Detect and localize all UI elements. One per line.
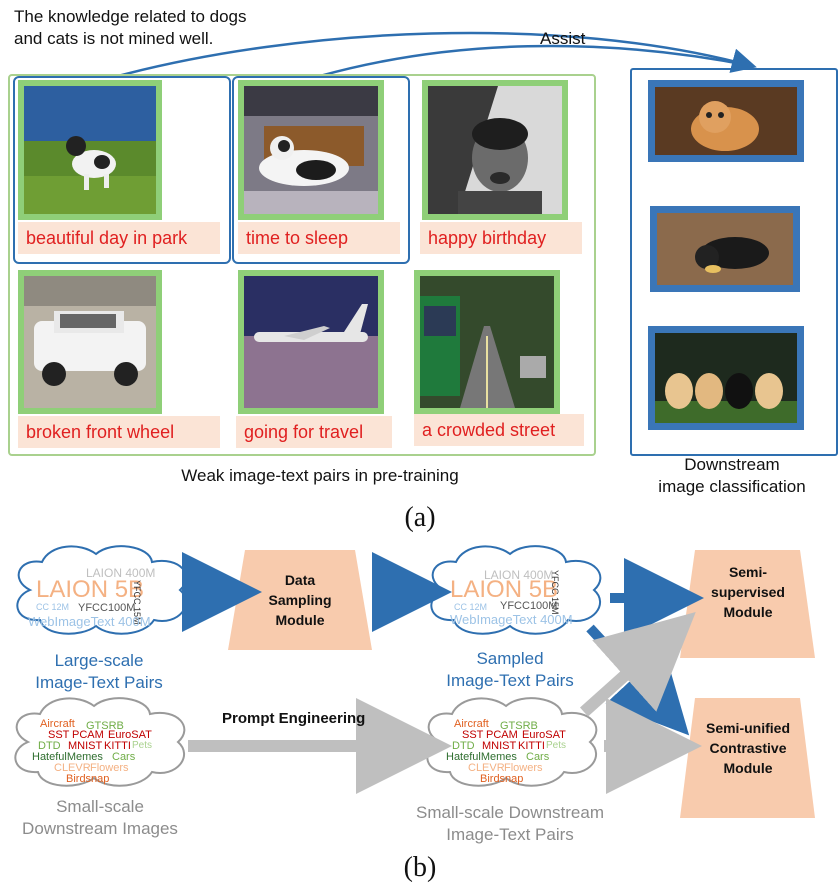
note-text: The knowledge related to dogs and cats i… <box>14 7 247 48</box>
caption-beautiful-day: beautiful day in park <box>18 222 220 254</box>
word-clevr: CLEVR <box>54 762 91 774</box>
cat-pair-highlight <box>232 76 410 264</box>
broken-car-photo <box>18 270 162 414</box>
dog-pair-highlight <box>13 76 231 264</box>
small-cloud-words: Aircraft GTSRB SST PCAM EuroSAT DTD MNIS… <box>0 700 200 800</box>
man-portrait-photo <box>422 80 568 220</box>
data-sampling-shape <box>228 550 372 650</box>
word-aircraft-s: Aircraft <box>454 718 489 730</box>
cat-basket-photo <box>238 80 384 220</box>
sampled-cloud-words: LAION 400M LAION 5B YFCC 15M CC 12M YFCC… <box>414 540 614 650</box>
arrow-pairs-to-semisupervised <box>579 611 696 717</box>
pretraining-label: Weak image-text pairs in pre-training <box>181 466 459 485</box>
diagram-b-shapes <box>14 545 815 818</box>
assist-arrows <box>117 31 757 78</box>
word-eurosat-s: EuroSAT <box>522 729 566 741</box>
small-pairs-caption: Small-scale Downstream Image-Text Pairs <box>416 803 604 844</box>
word-dtd: DTD <box>38 740 61 752</box>
word-aircraft: Aircraft <box>40 718 75 730</box>
word-mnist: MNIST <box>68 740 103 752</box>
sampled-cloud <box>430 545 602 635</box>
word-flowers: Flowers <box>90 762 129 774</box>
word-cc12m: CC 12M <box>36 602 70 612</box>
semi-unified-label: Semi-unified Contrastive Module <box>705 720 790 776</box>
word-dtd-s: DTD <box>452 740 475 752</box>
semi-unified-shape <box>680 698 815 818</box>
small-pairs-cloud <box>426 697 598 787</box>
large-cloud-words: LAION 400M LAION 5B YFCC 15M CC 12M YFCC… <box>0 540 200 650</box>
word-birdsnap-s: Birdsnap <box>480 773 524 785</box>
word-yfcc100m-s: YFCC100M <box>500 600 558 612</box>
word-laion400m: LAION 400M <box>86 566 156 580</box>
large-scale-caption: Large-scale Image-Text Pairs <box>35 651 163 692</box>
word-webimagetext-s: WebImageText 400M <box>450 612 573 627</box>
dog-park-photo <box>18 80 162 220</box>
word-webimagetext: WebImageText 400M <box>28 614 151 629</box>
small-pairs-cloud-words: Aircraft GTSRB SST PCAM EuroSAT DTD MNIS… <box>414 700 614 800</box>
word-mnist-s: MNIST <box>482 740 517 752</box>
prompt-engineering-label: Prompt Engineering <box>222 710 366 727</box>
data-sampling-label: Data Sampling Module <box>268 572 332 628</box>
downstream-panel <box>630 68 838 456</box>
word-eurosat: EuroSAT <box>108 729 152 741</box>
caption-broken-front-wheel: broken front wheel <box>18 416 220 448</box>
caption-a-crowded-street: a crowded street <box>414 414 584 446</box>
word-cc12m-s: CC 12M <box>454 602 488 612</box>
caption-time-to-sleep: time to sleep <box>238 222 400 254</box>
word-birdsnap: Birdsnap <box>66 773 110 785</box>
assist-arrow-1 <box>117 31 757 78</box>
caption-going-for-travel: going for travel <box>236 416 392 448</box>
word-laion5b: LAION 5B <box>36 576 145 603</box>
word-cars: Cars <box>112 751 136 763</box>
word-gtsrb: GTSRB <box>86 720 124 732</box>
large-scale-cloud <box>16 545 188 635</box>
airplane-photo <box>238 270 384 414</box>
assist-arrow-2 <box>319 44 753 78</box>
sub-label-a: (a) <box>404 502 436 533</box>
small-scale-caption: Small-scale Downstream Images <box>22 797 178 838</box>
word-cars-s: Cars <box>526 751 550 763</box>
pretraining-panel <box>8 74 596 456</box>
word-yfcc100m: YFCC100M <box>78 602 136 614</box>
word-sst: SST <box>48 729 70 741</box>
caption-happy-birthday: happy birthday <box>420 222 582 254</box>
downstream-label: Downstream image classification <box>658 455 806 496</box>
word-hatefulmemes: HatefulMemes <box>32 751 103 763</box>
semi-supervised-label: Semi- supervised Module <box>711 564 785 620</box>
word-kitti-s: KITTI <box>518 740 545 752</box>
crowded-street-photo <box>414 270 560 414</box>
word-pets-s: Pets <box>546 740 567 751</box>
word-pets: Pets <box>132 740 153 751</box>
kitten-photo <box>648 80 804 162</box>
assist-label: Assist <box>540 29 586 48</box>
sampled-caption: Sampled Image-Text Pairs <box>446 649 574 690</box>
word-clevr-s: CLEVR <box>468 762 505 774</box>
word-gtsrb-s: GTSRB <box>500 720 538 732</box>
word-laion5b-s: LAION 5B <box>450 576 559 603</box>
puppies-row-photo <box>648 326 804 430</box>
word-laion400m-s: LAION 400M <box>484 568 554 582</box>
word-kitti: KITTI <box>104 740 131 752</box>
word-pcam-s: PCAM <box>486 729 518 741</box>
word-flowers-s: Flowers <box>504 762 543 774</box>
black-puppy-photo <box>650 206 800 292</box>
word-pcam: PCAM <box>72 729 104 741</box>
semi-supervised-shape <box>680 550 815 658</box>
word-sst-s: SST <box>462 729 484 741</box>
sub-label-b: (b) <box>403 852 437 883</box>
small-scale-cloud <box>14 697 186 787</box>
word-hatefulmemes-s: HatefulMemes <box>446 751 517 763</box>
